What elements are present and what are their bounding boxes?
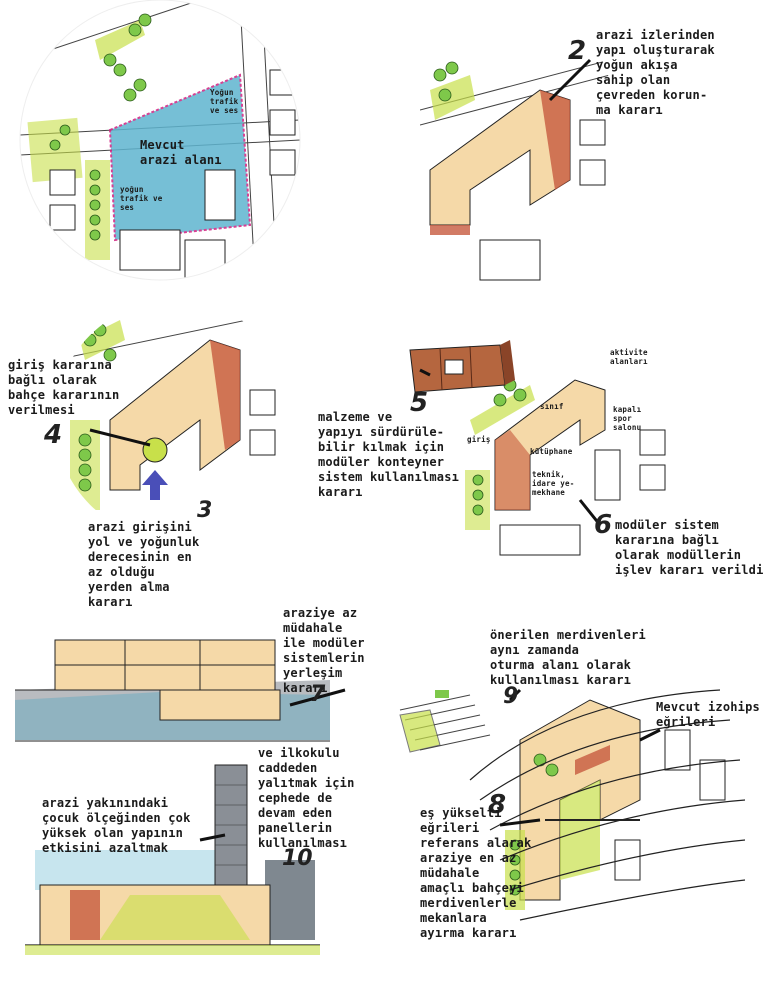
entry-decision-text: arazi girişini yol ve yoğunluk derecesin…: [88, 520, 200, 609]
panel-decision-text: ve ilkokulu caddeden yalıtmak için cephe…: [258, 746, 355, 850]
garden-decision-text: giriş kararına bağlı olarak bahçe kararı…: [8, 358, 120, 417]
form-decision-text: arazi izlerinden yapı oluşturarak yoğun …: [596, 28, 715, 117]
scale-decision-text: arazi yakınındaki çocuk ölçeğinden çok y…: [42, 796, 191, 855]
leader-lines: [89, 58, 661, 827]
step-number-7: 7: [310, 682, 326, 707]
function-decision-text: modüler sistem kararına bağlı olarak mod…: [615, 518, 764, 577]
existing-site-label: Mevcut arazi alanı: [140, 138, 222, 167]
label-technical: teknik, idare ye- mekhane: [532, 470, 575, 497]
stairs-decision-text: önerilen merdivenleri aynı zamanda oturm…: [490, 628, 646, 687]
step-number-10: 10: [282, 846, 313, 871]
label-classroom: sınıf: [540, 402, 564, 411]
label-entrance: giriş: [467, 435, 491, 444]
step-number-4: 4: [44, 420, 63, 450]
garden-circle: [142, 437, 168, 463]
traffic-top-label: Yoğun trafik ve ses: [210, 88, 239, 115]
panel-contours-stairs: [399, 689, 746, 921]
panel-section-modules: [15, 639, 346, 742]
contour-label: Mevcut izohips eğrileri: [656, 700, 760, 729]
material-decision-text: malzeme ve yapıyı sürdürüle- bilir kılma…: [318, 410, 460, 499]
panel1-frame: [19, 0, 301, 281]
step-number-5: 5: [410, 388, 429, 418]
traffic-bottom-label: yoğun trafik ve ses: [120, 185, 163, 212]
container-module: [409, 340, 515, 393]
label-sports-hall: kapalı spor salonu: [613, 405, 642, 432]
step-number-6: 6: [594, 510, 613, 540]
entry-arrow: [142, 470, 168, 500]
stair-sketch: [399, 694, 491, 753]
step-number-3: 3: [197, 498, 213, 523]
garden-stairs-decision-text: eş yükselti eğrileri referans alarak ara…: [420, 806, 532, 940]
label-library: kütüphane: [530, 447, 573, 456]
step-number-2: 2: [568, 36, 587, 66]
step-number-8: 8: [488, 790, 507, 820]
panel-elevation-panels: [25, 764, 320, 955]
label-activity-areas: aktivite alanları: [610, 348, 648, 366]
step-number-9: 9: [503, 684, 519, 709]
tall-building: [214, 764, 248, 891]
panel-garden-entry: [55, 300, 295, 540]
section-decision-text: araziye az müdahale ile modüler sistemle…: [283, 606, 365, 695]
